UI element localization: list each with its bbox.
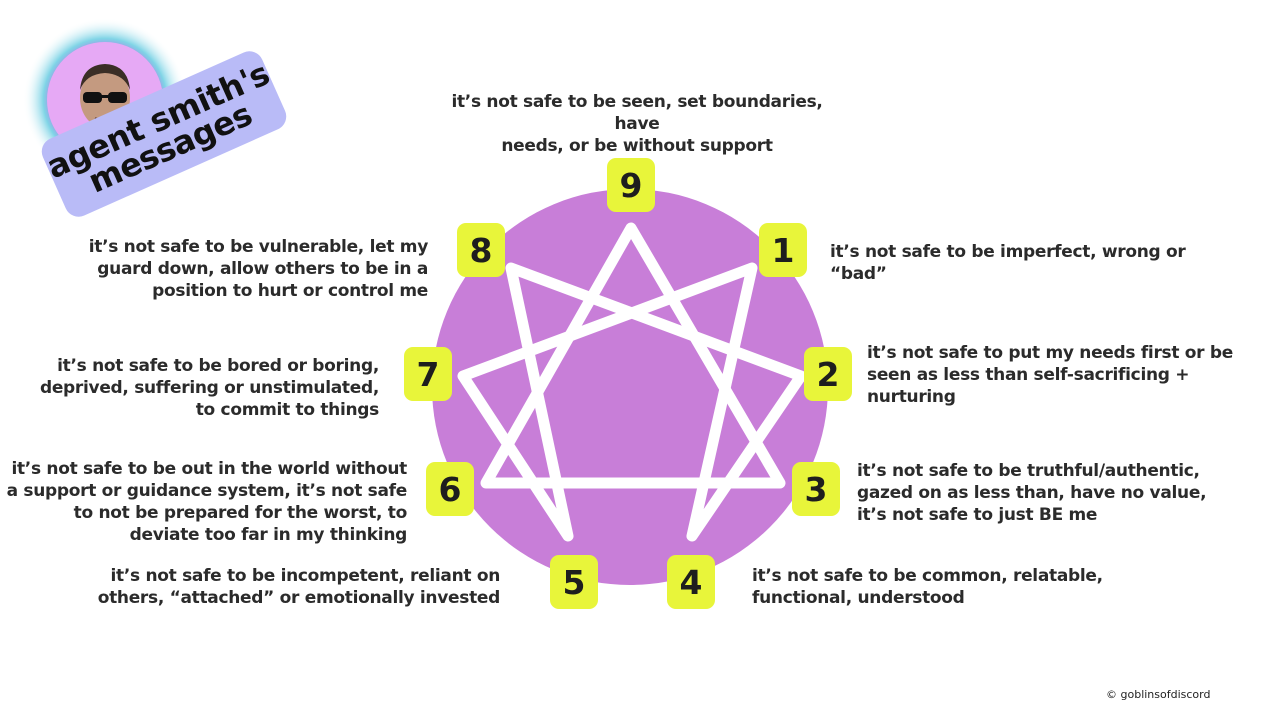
point-5-message: it’s not safe to be incompetent, reliant… [97,566,501,608]
inner-triangle [480,222,786,489]
point-8-number: 8 [457,223,505,277]
point-2-number: 2 [804,347,852,401]
copyright-text: © goblinsofdiscord [1106,688,1211,701]
point-7-message: it’s not safe to be bored or boring, dep… [39,356,379,420]
point-9-number: 9 [607,158,655,212]
point-7-number: 7 [404,347,452,401]
hexad-path [457,262,807,542]
point-8-message: it’s not safe to be vulnerable, let my g… [88,237,429,301]
point-5-number: 5 [550,555,598,609]
point-2-message: it’s not safe to put my needs first or b… [867,343,1233,407]
point-6-message: it’s not safe to be out in the world wit… [6,459,408,545]
point-6-number: 6 [426,462,474,516]
point-1-message: it’s not safe to be imperfect, wrong or … [830,242,1186,284]
point-4-message: it’s not safe to be common, relatable, f… [752,566,1103,608]
point-9-message: it’s not safe to be seen, set boundaries… [451,92,823,156]
point-3-number: 3 [792,462,840,516]
point-1-number: 1 [759,223,807,277]
point-4-number: 4 [667,555,715,609]
point-3-message: it’s not safe to be truthful/authentic, … [857,461,1207,525]
